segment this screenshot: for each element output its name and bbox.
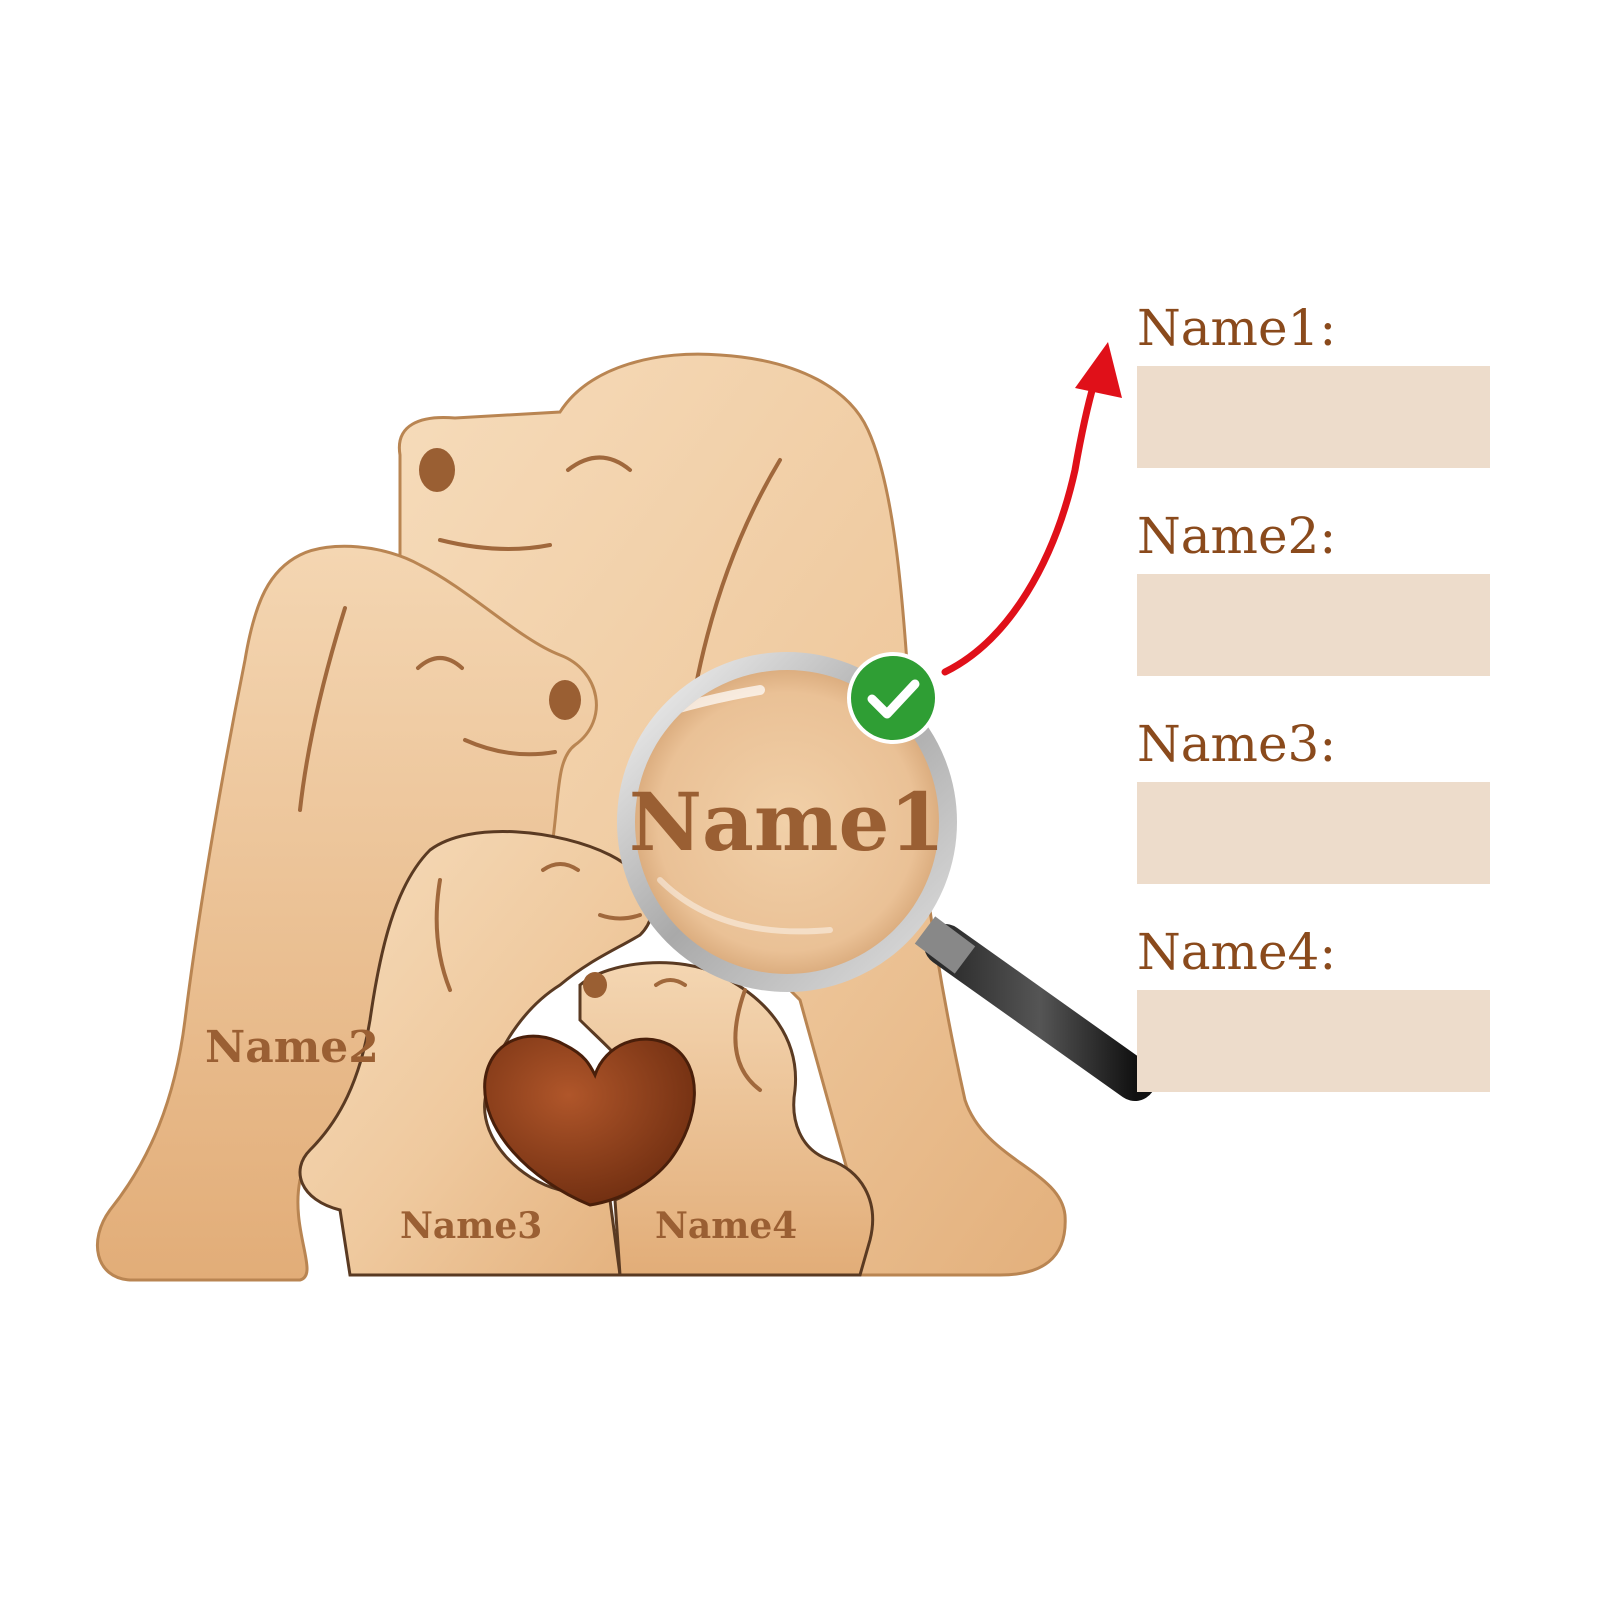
- name2-label: Name2:: [1137, 507, 1337, 565]
- magnified-engraving-name1: Name1: [629, 775, 945, 869]
- magnifying-glass-icon: Name1: [617, 652, 1156, 1101]
- name3-label: Name3:: [1137, 715, 1337, 773]
- name4-field-box: [1137, 990, 1490, 1092]
- engraved-noses: [419, 448, 607, 998]
- name1-field-box: [1137, 366, 1490, 468]
- name3-input[interactable]: [1137, 782, 1490, 884]
- engraved-faces: [298, 455, 782, 1092]
- wooden-dog-family-puzzle: Name2 Name3 Name4: [95, 352, 1067, 1282]
- name2-input[interactable]: [1137, 574, 1490, 676]
- name3-field-box: [1137, 782, 1490, 884]
- name4-input[interactable]: [1137, 990, 1490, 1092]
- engraving-name2: Name2: [205, 1022, 379, 1073]
- name4-label: Name4:: [1137, 923, 1337, 981]
- engraving-name4: Name4: [655, 1205, 797, 1247]
- heart-piece: [483, 1034, 696, 1207]
- name2-field-box: [1137, 574, 1490, 676]
- name1-label: Name1:: [1137, 299, 1337, 357]
- arrow-up-right-icon: [941, 342, 1122, 676]
- name1-input[interactable]: [1137, 366, 1490, 468]
- engraving-name3: Name3: [400, 1205, 542, 1247]
- check-circle-icon: [847, 652, 939, 744]
